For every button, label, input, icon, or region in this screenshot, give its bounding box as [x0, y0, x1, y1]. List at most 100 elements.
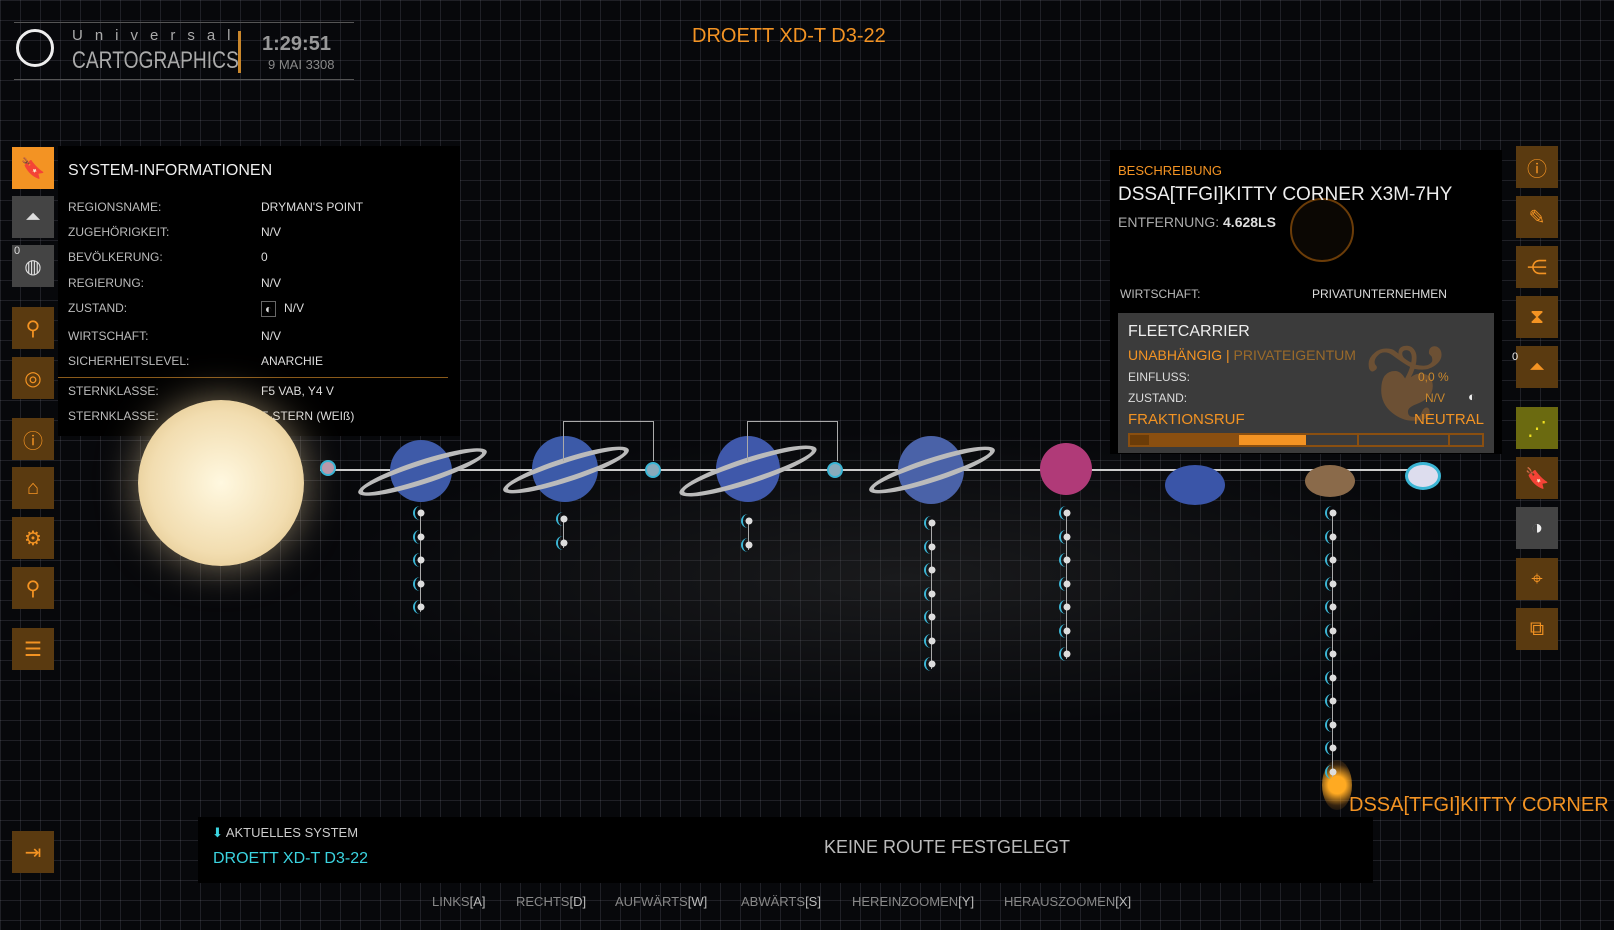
economy-value: PRIVATUNTERNEHMEN — [1312, 287, 1447, 301]
info-icon: ⓘ — [1527, 158, 1547, 181]
moon[interactable] — [1059, 529, 1073, 544]
planet-ringed[interactable] — [1305, 465, 1355, 497]
key-hint: AUFWÄRTS[W] — [615, 894, 708, 909]
moon[interactable] — [1059, 600, 1073, 614]
moon[interactable] — [924, 563, 938, 577]
exit-button[interactable]: ⇥ — [12, 831, 54, 873]
moon[interactable] — [1325, 553, 1339, 567]
gear-icon: ⚙ — [24, 527, 42, 550]
moon[interactable] — [924, 516, 938, 530]
binary-link — [747, 421, 838, 461]
moon[interactable] — [556, 535, 570, 550]
landing-icon: ⏶ — [25, 205, 41, 228]
moon[interactable] — [413, 506, 427, 520]
planet-ringed[interactable] — [898, 436, 964, 504]
view-toggle-button[interactable]: ◑ — [1516, 507, 1558, 549]
moon[interactable] — [1325, 741, 1339, 755]
moon[interactable] — [924, 586, 938, 601]
globe-logo-icon — [16, 29, 54, 67]
landing-button[interactable]: ⏶0 — [1512, 346, 1558, 388]
route-button[interactable]: ⋰ — [1516, 407, 1558, 449]
distance: ENTFERNUNG: 4.628LS — [1118, 214, 1276, 230]
moon[interactable] — [1059, 576, 1073, 591]
moon[interactable] — [741, 537, 755, 552]
planet-small[interactable] — [320, 460, 336, 476]
moon[interactable] — [1325, 647, 1339, 661]
key-hint: HEREINZOOMEN[Y] — [852, 894, 975, 909]
moon[interactable] — [413, 529, 427, 544]
info-button[interactable]: ⓘ — [1516, 146, 1558, 188]
info-row: STERNKLASSE:F5 VAB, Y4 V — [68, 384, 334, 398]
nodes-icon: ⋲ — [1527, 256, 1547, 279]
moon[interactable] — [413, 600, 427, 614]
moon[interactable] — [741, 514, 755, 528]
moon[interactable] — [413, 553, 427, 567]
bookmark-tab-button[interactable]: 🔖 — [12, 147, 54, 189]
route-tab-button[interactable]: ⚲ — [12, 307, 54, 349]
faction-allegiance: UNABHÄNGIG | PRIVATEIGENTUM — [1128, 347, 1356, 363]
faction-title: FLEETCARRIER — [1128, 323, 1250, 340]
moon[interactable] — [1059, 623, 1073, 638]
moon[interactable] — [1325, 694, 1339, 708]
info-row: REGIERUNG:N/V — [68, 276, 282, 290]
body-tab-button[interactable]: ⏶ — [12, 196, 54, 238]
description-heading: BESCHREIBUNG — [1118, 163, 1223, 178]
divider — [238, 31, 241, 73]
clock-date: 9 MAI 3308 — [268, 57, 335, 72]
moon[interactable] — [1325, 623, 1339, 638]
moon[interactable] — [924, 657, 938, 671]
moon[interactable] — [413, 576, 427, 591]
info-tab-button[interactable]: ⓘ — [12, 418, 54, 460]
moon[interactable] — [924, 610, 938, 624]
moon[interactable] — [1325, 576, 1339, 591]
key-hint: ABWÄRTS[S] — [741, 894, 821, 909]
moon[interactable] — [924, 633, 938, 648]
moon[interactable] — [1059, 647, 1073, 661]
biology-button[interactable]: ⧗ — [1516, 296, 1558, 338]
dna-icon: ⧗ — [1529, 305, 1545, 328]
globe-icon: ◍ — [24, 255, 42, 278]
copy-button[interactable]: ⧉ — [1516, 608, 1558, 650]
moon[interactable] — [1325, 506, 1339, 520]
bookmark-button[interactable]: 🔖 — [1516, 457, 1558, 499]
scan-button[interactable]: ✎ — [1516, 196, 1558, 238]
state-label: ZUSTAND: — [1128, 391, 1188, 405]
moon[interactable] — [1325, 670, 1339, 685]
current-system-name[interactable]: DROETT XD-T D3-22 — [213, 850, 368, 867]
planet-ice[interactable] — [1405, 462, 1441, 490]
orbit-tab-button[interactable]: ◎ — [12, 357, 54, 399]
planet-ringed[interactable] — [390, 440, 452, 502]
clock-time: 1:29:51 — [262, 33, 331, 55]
station-tab-button[interactable]: ⌂ — [12, 467, 54, 509]
moon[interactable] — [1325, 600, 1339, 614]
focus-button[interactable]: ⌖ — [1516, 558, 1558, 600]
planet-small[interactable] — [827, 462, 843, 478]
moon[interactable] — [556, 512, 570, 526]
planet-ringed[interactable] — [716, 436, 780, 502]
planet-gas-giant[interactable] — [1040, 443, 1092, 495]
moon[interactable] — [1325, 717, 1339, 732]
key-hint: LINKS[A] — [432, 894, 486, 909]
orbit-icon: ◎ — [24, 367, 42, 390]
route-status: KEINE ROUTE FESTGELEGT — [824, 837, 1071, 857]
state-icon: ◐ — [261, 301, 277, 317]
planet-small[interactable] — [645, 462, 661, 478]
moon[interactable] — [924, 539, 938, 554]
moon[interactable] — [1325, 764, 1339, 779]
route-bar: ⬇ AKTUELLES SYSTEM DROETT XD-T D3-22 KEI… — [198, 817, 1373, 883]
planet-ringed[interactable] — [532, 436, 598, 502]
settings-tab-button[interactable]: ⚙ — [12, 517, 54, 559]
list-tab-button[interactable]: ☰ — [12, 628, 54, 670]
star-body[interactable] — [138, 400, 304, 566]
planet-tab-button[interactable]: ◍0 — [12, 245, 54, 287]
moon[interactable] — [1059, 553, 1073, 567]
binary-link — [563, 421, 654, 461]
moon[interactable] — [1325, 529, 1339, 544]
planet-ringed[interactable] — [1165, 465, 1225, 505]
location-tab-button[interactable]: ⚲ — [12, 567, 54, 609]
current-system-label: ⬇ AKTUELLES SYSTEM — [212, 825, 359, 840]
info-row: SICHERHEITSLEVEL:ANARCHIE — [68, 354, 324, 368]
graph-button[interactable]: ⋲ — [1516, 246, 1558, 288]
moon[interactable] — [1059, 506, 1073, 520]
panel-title: SYSTEM-INFORMATIONEN — [68, 162, 273, 179]
